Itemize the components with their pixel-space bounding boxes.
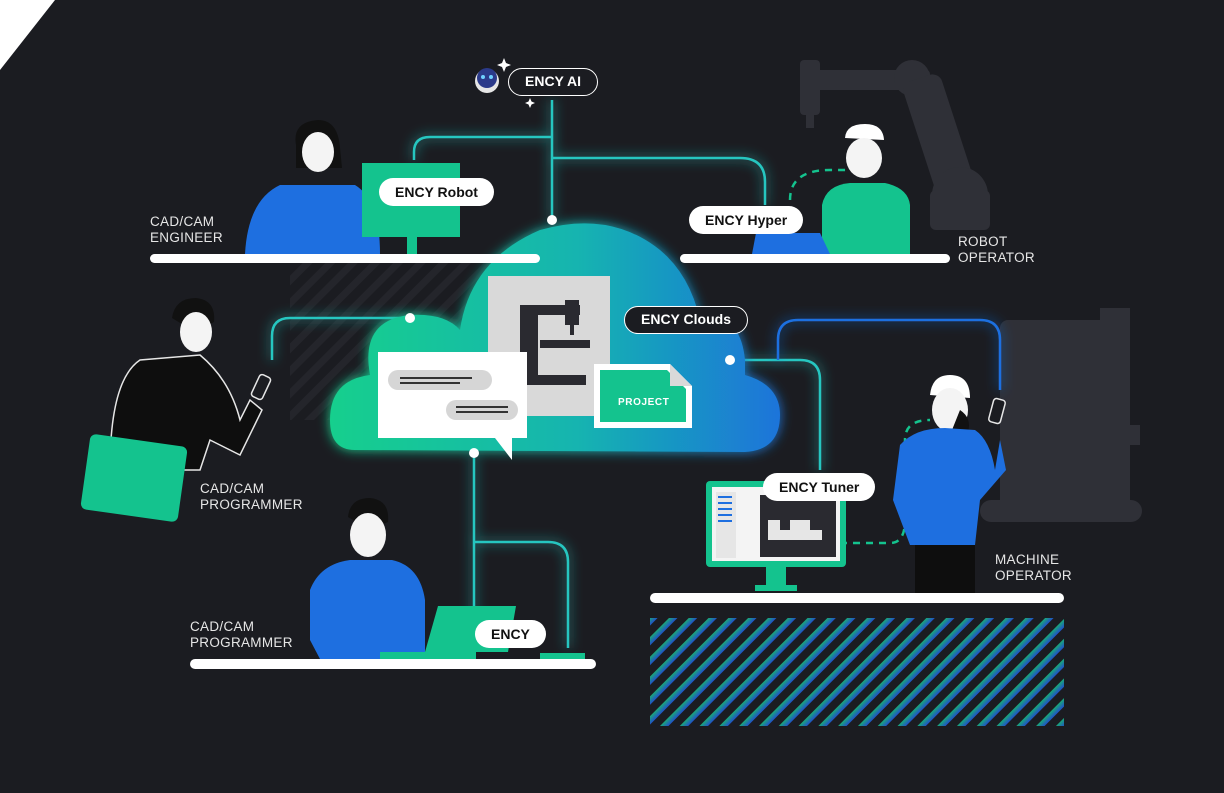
machine-operator-figure <box>893 375 1006 593</box>
connection-lines <box>270 100 822 648</box>
role-line: CAD/CAM <box>150 214 215 229</box>
ency-tuner-label: ENCY Tuner <box>763 473 876 501</box>
ency-ai-label: ENCY AI <box>508 68 599 96</box>
ai-mascot-icon <box>475 58 535 108</box>
desks <box>150 254 1064 669</box>
role-line: PROGRAMMER <box>190 635 293 650</box>
role-cadcam-programmer-left: CAD/CAM PROGRAMMER <box>200 481 303 513</box>
role-machine-operator: MACHINE OPERATOR <box>995 552 1072 584</box>
cnc-machine-right <box>980 308 1142 522</box>
ency-hyper-label: ENCY Hyper <box>689 206 804 234</box>
role-line: ROBOT <box>958 234 1008 249</box>
role-cadcam-programmer-bottom: CAD/CAM PROGRAMMER <box>190 619 293 651</box>
role-line: MACHINE <box>995 552 1060 567</box>
role-cadcam-engineer: CAD/CAM ENGINEER <box>150 214 223 246</box>
connection-dots <box>405 215 735 458</box>
connection-lines-blue <box>776 318 1002 390</box>
role-line: OPERATOR <box>958 250 1035 265</box>
robot-arm-top-right <box>800 60 990 230</box>
role-line: OPERATOR <box>995 568 1072 583</box>
role-line: CAD/CAM <box>200 481 265 496</box>
robot-operator-figure <box>752 124 910 254</box>
role-line: PROGRAMMER <box>200 497 303 512</box>
project-file-icon <box>594 364 692 428</box>
chat-card <box>378 352 527 460</box>
project-label: PROJECT <box>618 397 670 408</box>
role-robot-operator: ROBOT OPERATOR <box>958 234 1035 266</box>
programmer-left-figure <box>80 298 272 522</box>
ency-label: ENCY <box>475 620 546 648</box>
role-line: ENGINEER <box>150 230 223 245</box>
ency-robot-label: ENCY Robot <box>379 178 494 206</box>
programmer-bottom-figure <box>310 498 585 659</box>
role-line: CAD/CAM <box>190 619 255 634</box>
ency-clouds-label: ENCY Clouds <box>624 306 748 334</box>
hatched-block <box>650 618 1064 726</box>
